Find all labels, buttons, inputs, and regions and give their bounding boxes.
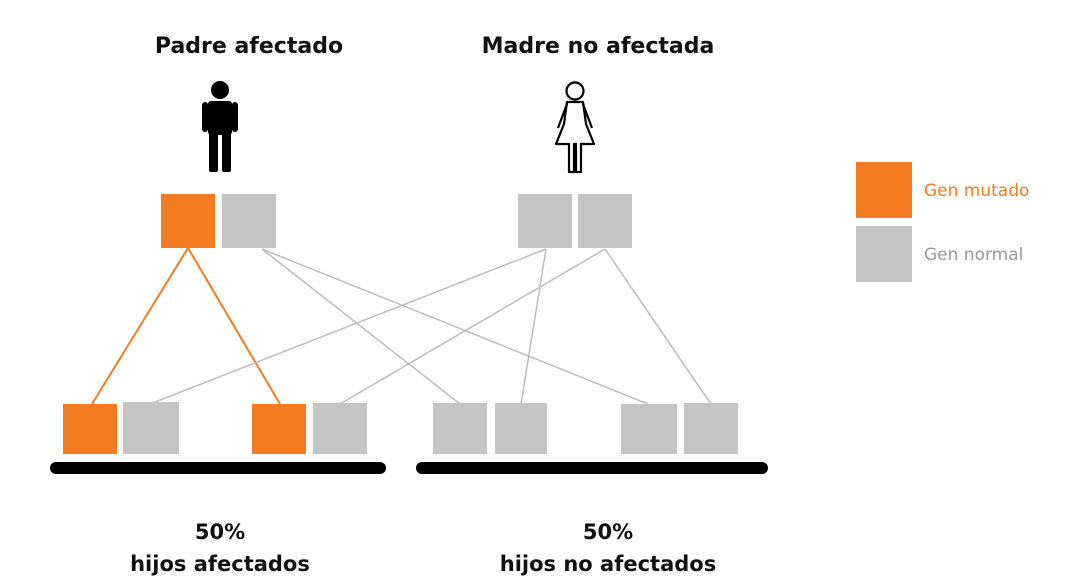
child4-gene-normal-2 <box>684 403 738 454</box>
legend-swatch-normal <box>856 226 912 282</box>
mutated-line-1 <box>91 247 189 405</box>
affected-label: hijos afectados <box>130 552 310 576</box>
legend-label-mutated: Gen mutado <box>924 181 1030 201</box>
mother-gene-normal-1 <box>518 194 572 248</box>
legend-swatch-mutated <box>856 162 912 218</box>
male-person-icon <box>202 81 238 172</box>
child3-gene-normal-1 <box>433 403 487 454</box>
normal-line-5 <box>339 248 606 405</box>
normal-line-4 <box>520 248 547 405</box>
unaffected-label: hijos no afectados <box>499 552 717 576</box>
child3-gene-normal-2 <box>495 403 547 454</box>
child1-gene-normal <box>123 402 179 454</box>
affected-caption: 50% hijos afectados <box>100 516 340 580</box>
female-person-icon <box>554 81 596 174</box>
father-gene-mutated <box>161 194 215 248</box>
child4-gene-normal-1 <box>621 404 677 454</box>
normal-line-3 <box>149 248 547 405</box>
unaffected-caption: 50% hijos no afectados <box>468 516 748 580</box>
father-gene-normal <box>222 194 276 248</box>
affected-percent: 50% <box>194 520 246 544</box>
normal-line-2 <box>261 248 649 405</box>
normal-line-1 <box>261 248 461 405</box>
mutated-line-2 <box>187 247 281 405</box>
unaffected-group-bar <box>416 462 768 474</box>
normal-line-6 <box>604 248 712 405</box>
mother-gene-normal-2 <box>578 194 632 248</box>
father-title: Padre afectado <box>154 34 344 59</box>
unaffected-percent: 50% <box>582 520 634 544</box>
child2-gene-normal <box>313 403 367 454</box>
child2-gene-mutated <box>252 404 306 454</box>
child1-gene-mutated <box>63 404 117 454</box>
mother-title: Madre no afectada <box>481 34 715 59</box>
legend-label-normal: Gen normal <box>924 245 1024 265</box>
affected-group-bar <box>50 462 386 474</box>
